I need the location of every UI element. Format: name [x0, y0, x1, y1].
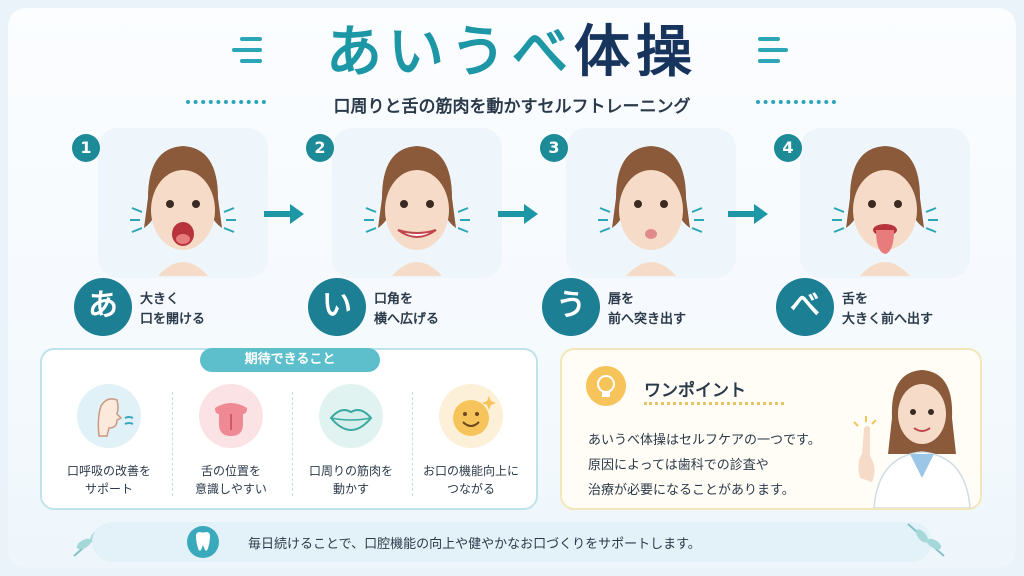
title-deco-right: [758, 30, 788, 70]
lips-icon: [319, 384, 383, 448]
breathing-profile-icon: [77, 384, 141, 448]
expected-benefits-title: 期待できること: [200, 348, 380, 372]
step-desc-line1: 大きく: [140, 292, 180, 307]
step-description: 舌を 大きく前へ出す: [842, 290, 933, 330]
benefit-line1: 舌の位置を: [200, 464, 261, 478]
step-desc-line2: 前へ突き出す: [608, 312, 687, 327]
tip-divider: [644, 402, 784, 405]
step-3: 3 う 唇を 前へ突き出す: [540, 128, 736, 340]
tip-title: ワンポイント: [644, 381, 746, 401]
step-desc-line1: 口角を: [374, 292, 414, 307]
footer-text: 毎日続けることで、口腔機能の向上や健やかなお口づくりをサポートします。: [248, 537, 701, 552]
subtitle: 口周りと舌の筋肉を動かすセルフトレーニング: [333, 97, 691, 117]
arrow-right-icon: [728, 204, 768, 224]
step-kana-badge: あ: [74, 278, 132, 336]
tip-line: 治療が必要になることがあります。: [588, 483, 795, 498]
benefit-label: 舌の位置を 意識しやすい: [172, 462, 290, 498]
step-4: 4 べ 舌を 大きく前へ出す: [774, 128, 970, 340]
tip-line: あいうべ体操はセルフケアの一つです。: [588, 433, 821, 448]
step-2: 2 い 口角を 横へ広げる: [306, 128, 502, 340]
benefit-item: お口の機能向上に つながる: [412, 384, 530, 504]
step-kana-badge: う: [542, 278, 600, 336]
benefit-line1: お口の機能向上に: [422, 464, 519, 478]
smile-face-icon: [439, 384, 503, 448]
benefit-item: 口周りの筋肉を 動かす: [292, 384, 410, 504]
tip-line: 原因によっては歯科での診査や: [588, 458, 769, 473]
footer-banner: 毎日続けることで、口腔機能の向上や健やかなお口づくりをサポートします。: [92, 522, 932, 562]
face-illustration-open-mouth: [98, 128, 268, 278]
divider: [412, 392, 413, 496]
doctor-illustration: [853, 370, 971, 508]
benefit-label: 口周りの筋肉を 動かす: [292, 462, 410, 498]
step-description: 口角を 横へ広げる: [374, 290, 439, 330]
benefit-line2: 動かす: [332, 482, 369, 496]
benefit-label: お口の機能向上に つながる: [412, 462, 530, 498]
step-description: 唇を 前へ突き出す: [608, 290, 686, 330]
tooth-icon: [187, 526, 219, 558]
subtitle-dots-left: [186, 100, 266, 104]
title-deco-left: [232, 30, 262, 70]
face-illustration-tongue-out: [800, 128, 970, 278]
benefit-line1: 口呼吸の改善を: [66, 464, 151, 478]
step-number: 4: [774, 134, 802, 162]
benefit-line2: つながる: [446, 482, 495, 496]
step-number: 2: [306, 134, 334, 162]
benefit-line2: サポート: [84, 482, 133, 496]
tongue-icon: [199, 384, 263, 448]
expected-benefits-panel: 期待できること 口呼吸の改善を サポート 舌の位置を 意識しやすい 口周りの筋肉…: [40, 348, 538, 510]
step-number: 3: [540, 134, 568, 162]
benefit-item: 舌の位置を 意識しやすい: [172, 384, 290, 504]
tip-text: あいうべ体操はセルフケアの一つです。 原因によっては歯科での診査や 治療が必要に…: [588, 428, 821, 503]
title-kana: あいうべ: [326, 20, 574, 85]
benefit-line1: 口周りの筋肉を: [308, 464, 393, 478]
step-description: 大きく 口を開ける: [140, 290, 205, 330]
divider: [172, 392, 173, 496]
step-kana-badge: べ: [776, 278, 834, 336]
step-desc-line2: 横へ広げる: [374, 312, 440, 327]
divider: [292, 392, 293, 496]
lightbulb-icon: [586, 366, 626, 406]
step-kana-badge: い: [308, 278, 366, 336]
step-desc-line1: 舌を: [842, 292, 869, 307]
step-desc-line2: 大きく前へ出す: [842, 312, 934, 327]
step-desc-line2: 口を開ける: [140, 312, 206, 327]
title-kanji: 体操: [574, 20, 698, 85]
face-illustration-wide-smile: [332, 128, 502, 278]
step-1: 1 あ 大きく 口を開ける: [72, 128, 268, 340]
benefit-line2: 意識しやすい: [195, 482, 267, 496]
benefit-label: 口呼吸の改善を サポート: [50, 462, 168, 498]
benefit-item: 口呼吸の改善を サポート: [50, 384, 168, 504]
step-number: 1: [72, 134, 100, 162]
arrow-right-icon: [264, 204, 304, 224]
one-point-tip-panel: ワンポイント あいうべ体操はセルフケアの一つです。 原因によっては歯科での診査や…: [560, 348, 982, 510]
page-title: あいうべ体操: [0, 18, 1024, 88]
step-desc-line1: 唇を: [608, 292, 635, 307]
subtitle-dots-right: [756, 100, 836, 104]
face-illustration-pursed-lips: [566, 128, 736, 278]
leaf-decoration-icon: [907, 523, 945, 557]
arrow-right-icon: [498, 204, 538, 224]
